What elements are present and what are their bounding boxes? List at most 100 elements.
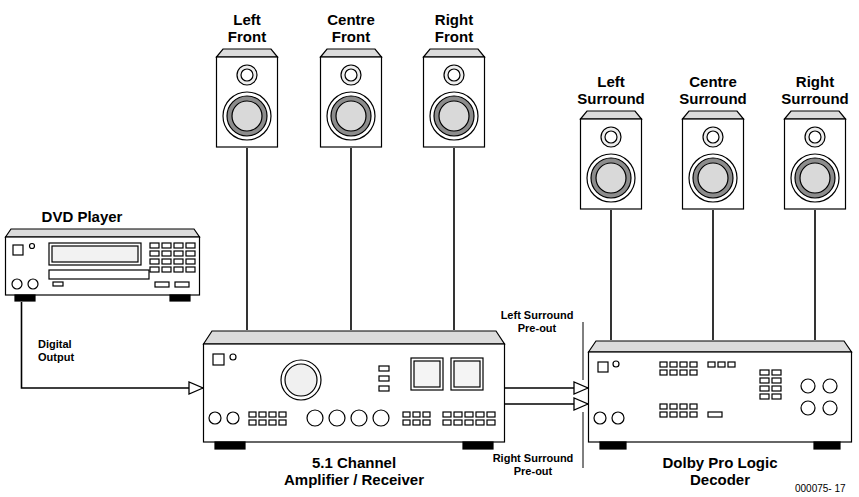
reference-box: 000075- 17 (795, 483, 846, 495)
panel-rect (463, 442, 493, 449)
panel-rect (217, 57, 278, 147)
panel-rect (150, 267, 159, 272)
cabinet-top (589, 341, 852, 352)
knob-circle (430, 92, 478, 140)
device-node: Dolby Pro Logic Decoder (588, 340, 852, 488)
panel-rect (785, 119, 846, 209)
knob-circle (241, 69, 253, 81)
panel-rect (204, 344, 505, 442)
knob-circle (801, 401, 815, 415)
cabinet-top (5, 229, 199, 237)
panel-rect (155, 282, 169, 287)
panel-rect (215, 442, 245, 449)
panel-rect (690, 404, 697, 409)
knob-circle (351, 410, 367, 426)
panel-rect (150, 251, 159, 256)
knob-circle (209, 412, 221, 424)
panel-rect (15, 295, 35, 301)
speaker-cabinet (784, 110, 846, 210)
arrow-head (574, 398, 588, 410)
speaker-cabinet (423, 48, 485, 148)
panel-rect (670, 370, 677, 375)
panel-rect (660, 370, 667, 375)
knob-circle (329, 410, 345, 426)
panel-rect (772, 386, 781, 391)
panel-rect (379, 366, 389, 371)
connector-line (453, 148, 455, 330)
knob-circle (327, 92, 375, 140)
panel-rect (279, 420, 286, 425)
panel-rect (660, 412, 667, 417)
knob-circle (703, 127, 723, 147)
panel-rect (581, 119, 642, 209)
knob-circle (823, 401, 837, 415)
arrow-head (574, 382, 588, 394)
speaker-wire (351, 148, 352, 330)
speaker-wire (247, 148, 248, 330)
knob-circle (237, 65, 257, 85)
cabinet-top (581, 111, 642, 119)
signal-arrow (22, 302, 204, 394)
connector-line (350, 148, 352, 330)
panel-rect (443, 412, 451, 417)
panel-rect (162, 251, 171, 256)
panel-rect (708, 412, 722, 417)
panel-rect (249, 412, 256, 417)
decoder-unit (588, 340, 852, 452)
panel-rect (174, 243, 183, 248)
amplifier-unit (203, 330, 505, 452)
panel-rect (379, 386, 389, 391)
speaker-node: Centre Surround (679, 73, 748, 210)
panel-rect (690, 412, 697, 417)
device-label: Dolby Pro Logic Decoder (655, 454, 785, 488)
speaker-node: Left Front (216, 11, 278, 148)
knob-circle (809, 131, 821, 143)
panel-rect (403, 412, 410, 417)
connector-line (246, 148, 248, 330)
device-label: Left Surround (577, 73, 646, 107)
knob-circle (444, 65, 464, 85)
knob-circle (805, 127, 825, 147)
speaker-cabinet (580, 110, 642, 210)
panel-rect (772, 394, 781, 399)
panel-rect (760, 370, 769, 375)
knob-circle (448, 69, 460, 81)
panel-rect (760, 378, 769, 383)
knob-circle (801, 379, 815, 393)
knob-circle (601, 127, 621, 147)
signal-arrow (505, 382, 588, 394)
panel-rect (269, 412, 276, 417)
knob-circle (227, 96, 267, 136)
panel-rect (708, 362, 715, 367)
panel-rect (249, 420, 256, 425)
panel-rect (454, 412, 462, 417)
panel-rect (423, 412, 430, 417)
panel-rect (403, 420, 410, 425)
device-node: DVD Player (5, 208, 200, 302)
knob-circle (345, 69, 357, 81)
panel-rect (49, 243, 141, 265)
cabinet-top (217, 49, 278, 57)
panel-rect (162, 259, 171, 264)
panel-rect (760, 394, 769, 399)
device-label: Left Front (228, 11, 267, 45)
panel-rect (424, 57, 485, 147)
device-label: Centre Surround (679, 73, 748, 107)
panel-rect (772, 378, 781, 383)
device-label: Right Surround (781, 73, 850, 107)
panel-rect (454, 361, 480, 387)
panel-rect (423, 420, 430, 425)
panel-rect (52, 246, 138, 262)
panel-rect (53, 282, 63, 286)
panel-rect (413, 412, 420, 417)
connector-line (712, 210, 714, 340)
speaker-wire (611, 210, 612, 340)
signal-label: Right Surround Pre-out (492, 452, 574, 478)
device-node: 5.1 Channel Amplifier / Receiver (203, 330, 505, 488)
speaker-wire (815, 210, 816, 340)
signal-label-box: Digital Output (38, 338, 75, 365)
panel-rect (259, 412, 266, 417)
panel-rect (600, 442, 626, 449)
panel-rect (174, 251, 183, 256)
